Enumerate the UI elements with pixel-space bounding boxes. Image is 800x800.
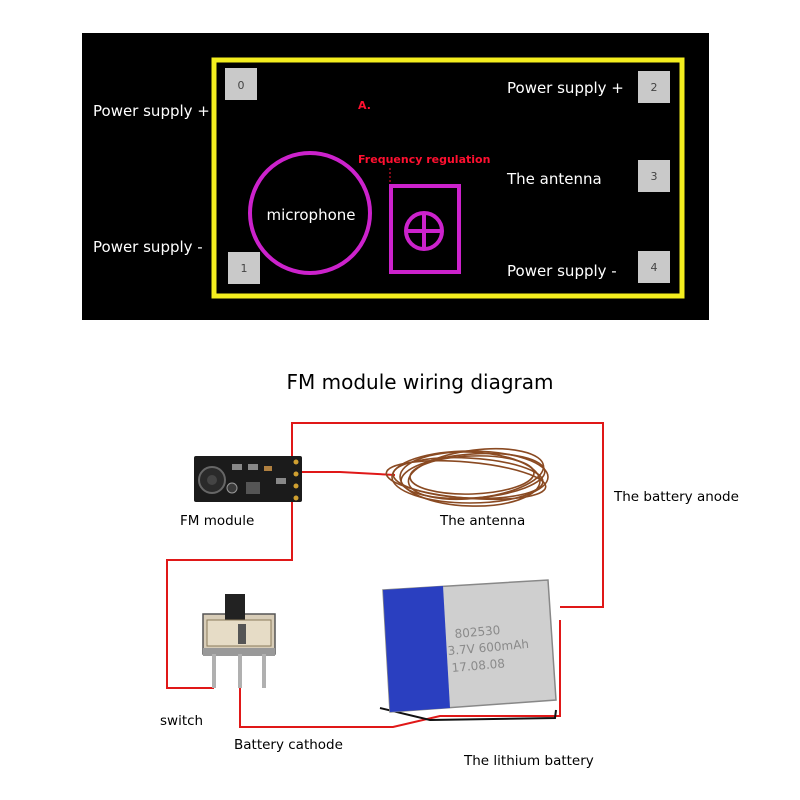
pin-number-3: 3 <box>651 170 658 183</box>
pin-number-0: 0 <box>238 79 245 92</box>
switch-label: switch <box>160 713 203 729</box>
lithium-battery: 802530 3.7V 600mAh 17.08.08 <box>382 579 557 713</box>
wiring-diagram-title: FM module wiring diagram <box>286 370 553 394</box>
right-power-plus-label: Power supply + <box>507 79 624 97</box>
lithium-battery-label: The lithium battery <box>463 753 594 769</box>
battery-cathode-label: Battery cathode <box>234 737 343 753</box>
antenna-label: The antenna <box>439 513 525 529</box>
pin-pad-1: 1 <box>228 252 260 284</box>
left-power-plus-label: Power supply + <box>93 102 210 120</box>
module-outline <box>211 57 685 299</box>
microphone-outline <box>248 151 372 275</box>
right-power-minus-label: Power supply - <box>507 262 617 280</box>
fm-module-label: FM module <box>180 513 254 529</box>
variable-capacitor-icon <box>389 184 461 274</box>
battery-print-model: 802530 <box>454 623 501 641</box>
wiring-diagram: 802530 3.7V 600mAh 17.08.08 FM module Th… <box>160 422 739 769</box>
pin-pad-0: 0 <box>225 68 257 100</box>
slide-switch <box>202 594 276 688</box>
antenna-lead-wire <box>300 471 396 476</box>
battery-anode-label: The battery anode <box>613 489 739 505</box>
left-power-minus-label: Power supply - <box>93 238 203 256</box>
microphone-label: microphone <box>267 206 356 224</box>
antenna-coil <box>385 447 549 507</box>
frequency-regulation-label: Frequency regulation <box>358 153 490 166</box>
pin-number-1: 1 <box>241 262 248 275</box>
marker-a-label: A. <box>358 99 371 112</box>
right-antenna-label: The antenna <box>506 170 602 188</box>
pin-number-2: 2 <box>651 81 658 94</box>
pin-pad-4: 4 <box>638 251 670 283</box>
fm-module-board <box>194 456 302 502</box>
pin-number-4: 4 <box>651 261 658 274</box>
pin-pad-2: 2 <box>638 71 670 103</box>
battery-black-lead <box>379 707 557 722</box>
pin-pad-3: 3 <box>638 160 670 192</box>
cathode-wire <box>239 620 561 728</box>
battery-print-date: 17.08.08 <box>451 656 505 675</box>
pinout-diagram: 0 1 2 3 4 Power supply + Power supply - … <box>82 33 709 320</box>
